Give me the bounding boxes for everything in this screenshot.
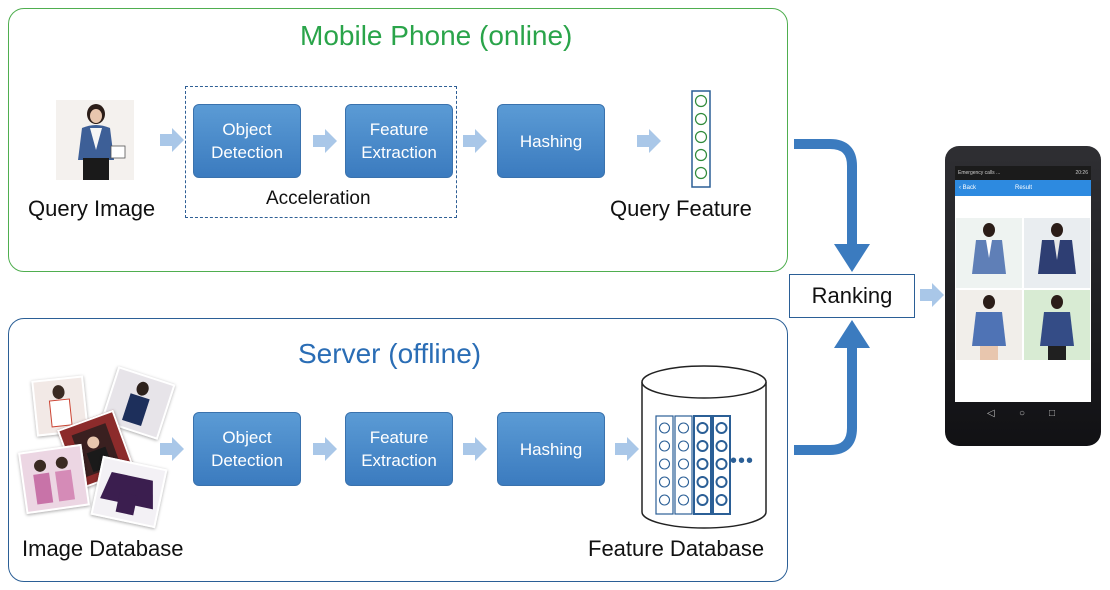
nav-home-icon[interactable]: ○: [1019, 408, 1026, 419]
ranking-label: Ranking: [811, 283, 893, 308]
database-photo-1: [31, 375, 89, 437]
database-photo-4: [17, 443, 91, 515]
query-feature-label: Query Feature: [610, 196, 752, 221]
acceleration-label: Acceleration: [266, 188, 371, 209]
arrow-hashing-to-feature: [637, 129, 661, 153]
server-hashing-box: Hashing: [497, 412, 605, 486]
arrow-server-detection-to-extraction: [313, 437, 337, 461]
result-image-3[interactable]: [956, 290, 1022, 360]
acceleration-region: [185, 86, 457, 218]
server-panel-title: Server (offline): [298, 338, 482, 369]
feature-database-label: Feature Database: [588, 536, 765, 561]
nav-recent-icon[interactable]: □: [1049, 408, 1056, 419]
database-photo-2: [100, 366, 176, 440]
server-object-detection-box: Object Detection: [193, 412, 301, 486]
database-photo-5: [90, 455, 168, 529]
nav-back-icon[interactable]: ◁: [987, 408, 995, 419]
server-panel: [8, 318, 788, 582]
arrow-query-to-detection: [160, 128, 184, 152]
status-left-text: Emergency calls ...: [958, 170, 1001, 176]
phone-app-bar: ‹ Back Result: [955, 180, 1091, 196]
image-database-label: Image Database: [22, 536, 184, 561]
back-button[interactable]: ‹ Back: [959, 185, 977, 191]
phone-status-bar: Emergency calls ... 20:26: [955, 166, 1091, 180]
ranking-box: Ranking: [789, 274, 915, 318]
arrow-detection-to-extraction: [313, 129, 337, 153]
feature-database-ellipsis: •••: [730, 450, 755, 472]
mobile-phone-panel: [8, 8, 788, 272]
arrow-extraction-to-hashing: [463, 129, 487, 153]
mobile-object-detection-box: Object Detection: [193, 104, 301, 178]
result-title: Result: [1015, 185, 1033, 191]
mobile-hashing-box: Hashing: [497, 104, 605, 178]
arrow-mobile-to-ranking: [794, 139, 857, 246]
query-image-photo: [56, 100, 134, 180]
mobile-panel-title: Mobile Phone (online): [300, 20, 573, 51]
query-feature-vector: [691, 90, 711, 188]
server-feature-extraction-box: Feature Extraction: [345, 412, 453, 486]
result-image-2[interactable]: [1024, 218, 1090, 288]
result-image-1[interactable]: [956, 218, 1022, 288]
feature-database-cylinder: [641, 365, 767, 529]
arrow-server-extraction-to-hashing: [463, 437, 487, 461]
mobile-feature-extraction-box: Feature Extraction: [345, 104, 453, 178]
arrow-hashing-to-database: [615, 437, 639, 461]
phone-mockup: Emergency calls ... 20:26 ‹ Back Result …: [945, 146, 1101, 446]
arrow-ranking-to-phone: [920, 283, 944, 307]
phone-screen: Emergency calls ... 20:26 ‹ Back Result: [955, 166, 1091, 402]
result-image-4[interactable]: [1024, 290, 1090, 360]
status-right-text: 20:26: [1075, 170, 1088, 176]
arrow-database-to-detection: [160, 437, 184, 461]
arrow-server-to-ranking: [794, 346, 857, 455]
query-image-label: Query Image: [28, 196, 156, 221]
